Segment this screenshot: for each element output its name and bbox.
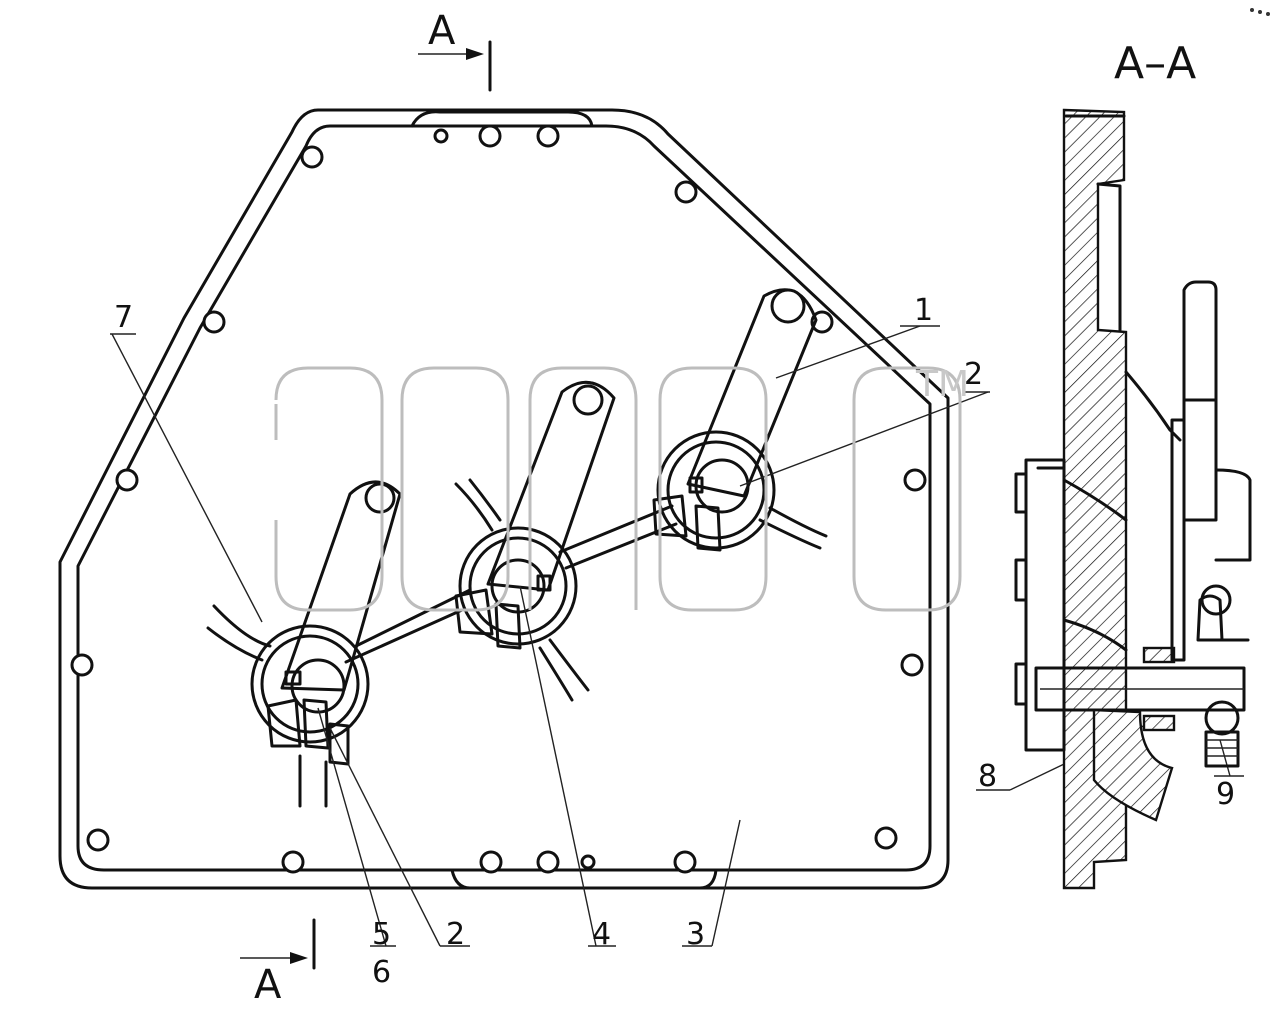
bolt-hole (903, 468, 927, 492)
bolt-hole (479, 850, 503, 874)
bolt-hole (673, 850, 697, 874)
bolt-hole (536, 850, 560, 874)
bolt-hole (70, 653, 94, 677)
callout-label: 4 (592, 917, 611, 952)
section-arrow-bottom: A (240, 918, 316, 1008)
bolt-hole (433, 128, 449, 144)
bolt-hole (810, 310, 834, 334)
cover-outer-contour (58, 108, 950, 890)
callout-label: 2 (446, 917, 465, 952)
section-title: A–A (1114, 38, 1196, 89)
bolt-hole (478, 124, 502, 148)
lever-assembly-middle (454, 380, 616, 650)
callout-label: 6 (372, 955, 391, 990)
bottom-boss-strip (450, 868, 718, 890)
section-letter: A (254, 962, 282, 1008)
callout-label: 3 (686, 917, 705, 952)
bolt-hole (674, 180, 698, 204)
callout-label: 5 (372, 917, 391, 952)
bolt-hole (874, 826, 898, 850)
cover-plate-front-view: 7 1 2 5 6 2 4 3 8 9 (58, 108, 1244, 990)
bolt-hole (580, 854, 596, 870)
callout-labels: 7 1 2 5 6 2 4 3 8 9 (114, 293, 1235, 990)
bolt-hole (281, 850, 305, 874)
leader-lines (110, 325, 1244, 947)
bolt-hole (202, 310, 226, 334)
lever-assembly-left (250, 480, 402, 766)
bolt-hole (300, 145, 324, 169)
bolt-hole (86, 828, 110, 852)
bolt-hole (536, 124, 560, 148)
bolt-hole (900, 653, 924, 677)
callout-label: 7 (114, 300, 133, 335)
bolt-hole (115, 468, 139, 492)
section-view-a-a: A–A (1014, 38, 1252, 890)
watermark-logo: TM (274, 364, 969, 612)
bolt-holes (70, 124, 927, 874)
lever-assembly-right (652, 288, 818, 552)
section-letter: A (428, 8, 456, 54)
callout-label: 2 (964, 357, 983, 392)
nut (1204, 700, 1240, 768)
section-arrow-top: A (418, 8, 492, 92)
watermark-tm: TM (915, 364, 969, 405)
callout-label: 9 (1216, 777, 1235, 812)
corner-mark (1250, 8, 1270, 16)
callout-label: 8 (978, 759, 997, 794)
cover-inner-flange (76, 124, 932, 872)
callout-label: 1 (914, 293, 933, 328)
top-boss-strip (410, 110, 594, 128)
